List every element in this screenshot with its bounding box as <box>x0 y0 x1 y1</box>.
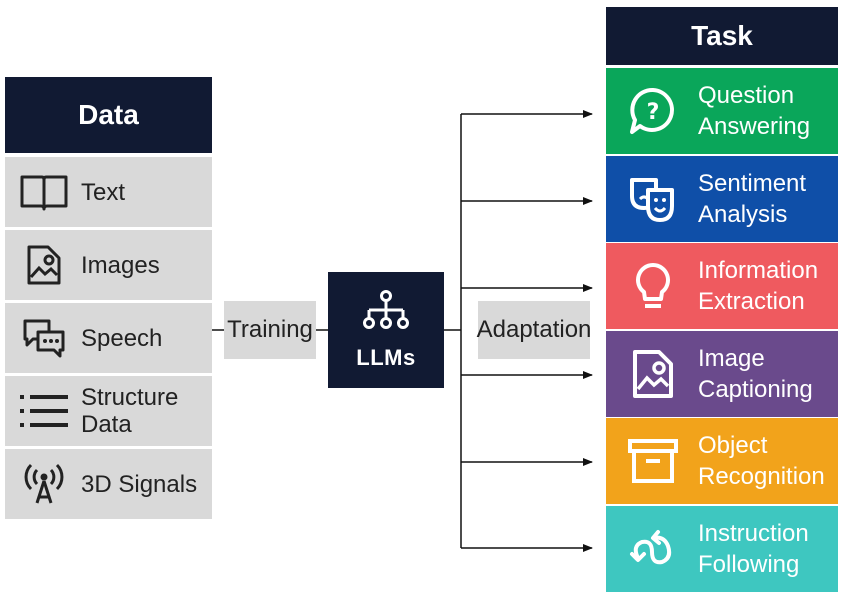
data-item-3d-signals: 3D Signals <box>5 449 212 519</box>
lightbulb-icon <box>618 261 688 311</box>
image-icon <box>15 230 73 300</box>
task-sentiment-analysis: Sentiment Analysis <box>606 156 838 242</box>
data-item-label: Text <box>81 178 126 206</box>
data-item-label: Speech <box>81 324 163 352</box>
task-label: Question Answering <box>698 82 811 140</box>
task-image-captioning: Image Captioning <box>606 331 838 417</box>
loop-arrows-icon <box>618 524 688 574</box>
llm-box: LLMs <box>328 272 444 388</box>
signal-tower-icon <box>15 449 73 519</box>
task-label: Image Captioning <box>698 345 813 403</box>
archive-box-icon <box>618 437 688 485</box>
network-hierarchy-icon <box>361 289 411 335</box>
question-bubble-icon: ? <box>618 86 688 136</box>
llm-label: LLMs <box>356 344 416 370</box>
book-icon <box>15 157 73 227</box>
task-object-recognition: Object Recognition <box>606 418 838 504</box>
data-item-label: Images <box>81 251 160 279</box>
task-label: Sentiment Analysis <box>698 170 807 228</box>
training-label: Training <box>224 301 316 359</box>
speech-bubbles-icon <box>15 303 73 373</box>
data-item-label: 3D Signals <box>81 470 198 498</box>
adaptation-label: Adaptation <box>477 301 591 359</box>
task-label: Object Recognition <box>698 432 825 490</box>
data-header: Data <box>5 77 212 153</box>
theater-masks-icon <box>618 174 688 224</box>
task-header: Task <box>606 7 838 65</box>
list-icon <box>15 376 73 446</box>
task-label: Instruction Following <box>698 520 809 578</box>
task-question-answering: ? Question Answering <box>606 68 838 154</box>
task-instruction-following: Instruction Following <box>606 506 838 592</box>
data-item-images: Images <box>5 230 212 300</box>
task-label: Information Extraction <box>698 257 819 315</box>
svg-text:?: ? <box>647 100 660 125</box>
task-information-extraction: Information Extraction <box>606 243 838 329</box>
data-item-structure-data: Structure Data <box>5 376 212 446</box>
data-item-text: Text <box>5 157 212 227</box>
image-icon <box>618 349 688 399</box>
data-item-speech: Speech <box>5 303 212 373</box>
data-item-label: Structure Data <box>81 384 179 438</box>
